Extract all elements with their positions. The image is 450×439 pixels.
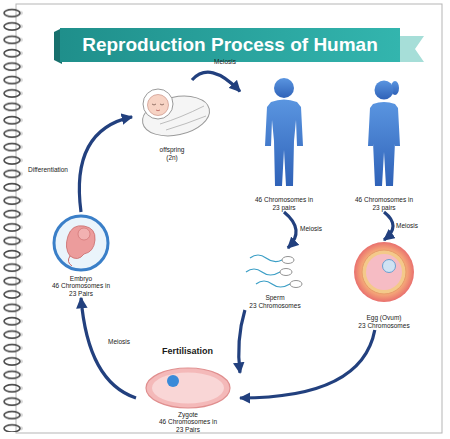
egg-cytoplasm bbox=[366, 254, 402, 290]
gamete-node: Egg (Ovum)23 Chromosomes bbox=[338, 240, 430, 330]
notebook-page bbox=[16, 4, 442, 433]
cycle-arrow bbox=[240, 330, 375, 398]
embryo-head bbox=[78, 228, 90, 240]
zygote-nucleus bbox=[167, 375, 179, 387]
blanket-fold bbox=[166, 116, 206, 130]
node-heading: Sperm bbox=[265, 294, 284, 302]
female-body bbox=[368, 102, 400, 186]
egg-corona bbox=[354, 242, 414, 302]
egg-nucleus bbox=[383, 260, 396, 273]
female-figure bbox=[368, 81, 400, 187]
node-text: 46 Chromosomes in 23 pairs bbox=[354, 196, 414, 212]
zygote-membrane bbox=[146, 368, 230, 408]
cycle-arrow bbox=[284, 212, 296, 248]
male-head bbox=[274, 78, 294, 98]
male-body bbox=[265, 100, 303, 187]
stage-label: Fertilisation bbox=[162, 346, 213, 356]
cycle-arrow bbox=[79, 117, 132, 212]
title-banner bbox=[60, 28, 400, 62]
node-text: 23 Chromosomes bbox=[358, 322, 409, 330]
node-text: (2n) bbox=[166, 154, 178, 162]
cycle-arrow bbox=[384, 212, 393, 240]
sperm-head bbox=[282, 257, 294, 264]
edge-label: Meiosis bbox=[214, 58, 236, 66]
gamete-node: Sperm23 Chromosomes bbox=[232, 248, 318, 310]
node-text: 23 Chromosomes bbox=[249, 302, 300, 310]
baby-face bbox=[148, 95, 169, 116]
sperm-head bbox=[290, 281, 302, 288]
sperm-tail bbox=[246, 269, 280, 275]
female-head bbox=[375, 81, 394, 100]
egg-cell bbox=[354, 242, 414, 302]
sperm-cells bbox=[246, 255, 302, 288]
spiral-binding bbox=[2, 6, 32, 432]
sperm-tail bbox=[250, 255, 282, 262]
node-heading: Embryo bbox=[70, 275, 92, 283]
baby-figure bbox=[139, 89, 213, 142]
cycle-arrow bbox=[192, 72, 240, 91]
node-heading: Zygote bbox=[178, 411, 198, 419]
offspring-node: offspring(2n) bbox=[132, 80, 212, 162]
cycle-arrow bbox=[81, 298, 136, 398]
baby-mouth bbox=[156, 110, 160, 112]
cycle-arrow bbox=[239, 310, 245, 373]
node-text: 46 Chromosomes in 23 Pairs bbox=[158, 418, 218, 434]
zygote-cell bbox=[146, 368, 230, 408]
sperm-tail bbox=[256, 281, 290, 287]
banner-tail bbox=[398, 36, 424, 62]
embryo-sac bbox=[54, 216, 108, 270]
edge-label: Meiosis bbox=[300, 225, 322, 233]
node-heading: offspring bbox=[160, 146, 185, 154]
umbilical-cord bbox=[68, 256, 72, 266]
embryo-figure bbox=[54, 216, 108, 270]
edge-label: Meiosis bbox=[396, 222, 418, 230]
parent-node: 46 Chromosomes in 23 pairs bbox=[340, 70, 428, 212]
male-figure bbox=[265, 78, 303, 186]
node-heading: Egg (Ovum) bbox=[366, 314, 401, 322]
parent-node: 46 Chromosomes in 23 pairs bbox=[240, 70, 328, 212]
edge-label: Differentiation bbox=[28, 166, 68, 174]
sperm-head bbox=[280, 269, 292, 276]
diagram-title: Reproduction Process of Human bbox=[60, 28, 400, 62]
egg-zona bbox=[362, 250, 406, 294]
zygote-node: Zygote46 Chromosomes in 23 Pairs bbox=[136, 362, 240, 434]
embryo-node: Embryo46 Chromosomes in 23 Pairs bbox=[36, 212, 126, 298]
embryo-body bbox=[66, 226, 95, 259]
baby-hood bbox=[143, 89, 173, 119]
node-text: 46 Chromosomes in 23 Pairs bbox=[51, 282, 111, 298]
edge-label: Meiosis bbox=[108, 338, 130, 346]
baby-eyes bbox=[152, 104, 164, 105]
zygote-cytoplasm bbox=[152, 373, 224, 404]
node-text: 46 Chromosomes in 23 pairs bbox=[254, 196, 314, 212]
